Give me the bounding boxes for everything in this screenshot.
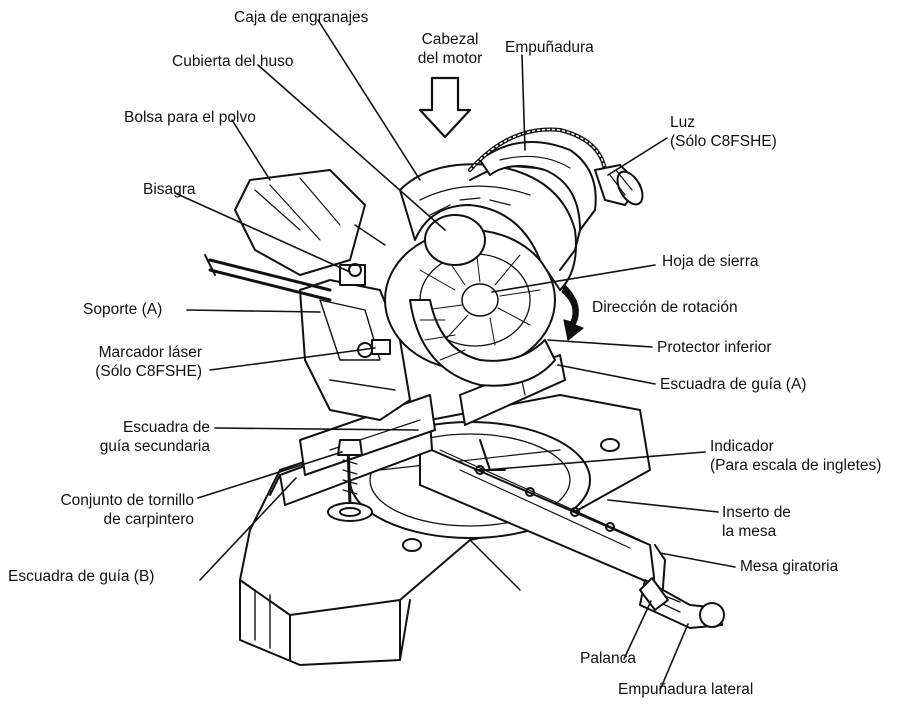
label-direccion-rotacion: Dirección de rotación [592,299,738,316]
label-protector-inferior: Protector inferior [657,339,772,356]
label-indicador: Indicador (Para escala de ingletes) [710,438,882,474]
label-marcador-laser: Marcador láser (Sólo C8FSHE) [95,344,202,380]
label-luz: Luz (Sólo C8FSHE) [670,114,777,150]
label-escuadra-guia-a: Escuadra de guía (A) [660,376,807,393]
vise-assembly [327,439,373,522]
label-escuadra-guia-b: Escuadra de guía (B) [8,568,155,585]
lower-guard [409,299,556,387]
label-soporte-a: Soporte (A) [83,301,163,318]
label-empunadura: Empuñadura [505,39,594,56]
label-cubierta-huso: Cubierta del huso [172,53,294,70]
label-bisagra: Bisagra [143,181,196,198]
motor-head [399,163,577,291]
label-caja-engranajes: Caja de engranajes [234,9,369,26]
label-inserto-mesa: Inserto de la mesa [722,504,791,540]
label-hoja-sierra: Hoja de sierra [662,253,759,270]
dust-bag [234,169,366,276]
slide-rail [208,258,332,302]
label-escuadra-secundaria: Escuadra de guía secundaria [99,419,210,455]
label-palanca: Palanca [580,650,637,667]
motor-head-arrow-icon [418,76,472,139]
rotation-arrow-icon [561,284,584,341]
laser-marker [371,339,391,355]
label-mesa-giratoria: Mesa giratoria [740,558,839,575]
handle [479,141,597,231]
light [468,127,644,206]
label-tornillo-carpintero: Conjunto de tornillo de carpintero [60,492,194,528]
spindle-cover [424,214,486,266]
label-bolsa-polvo: Bolsa para el polvo [124,109,256,126]
label-cabezal-motor: Cabezal del motor [417,31,483,67]
label-empunadura-lateral: Empuñadura lateral [618,681,754,698]
leader-lines [174,19,736,691]
